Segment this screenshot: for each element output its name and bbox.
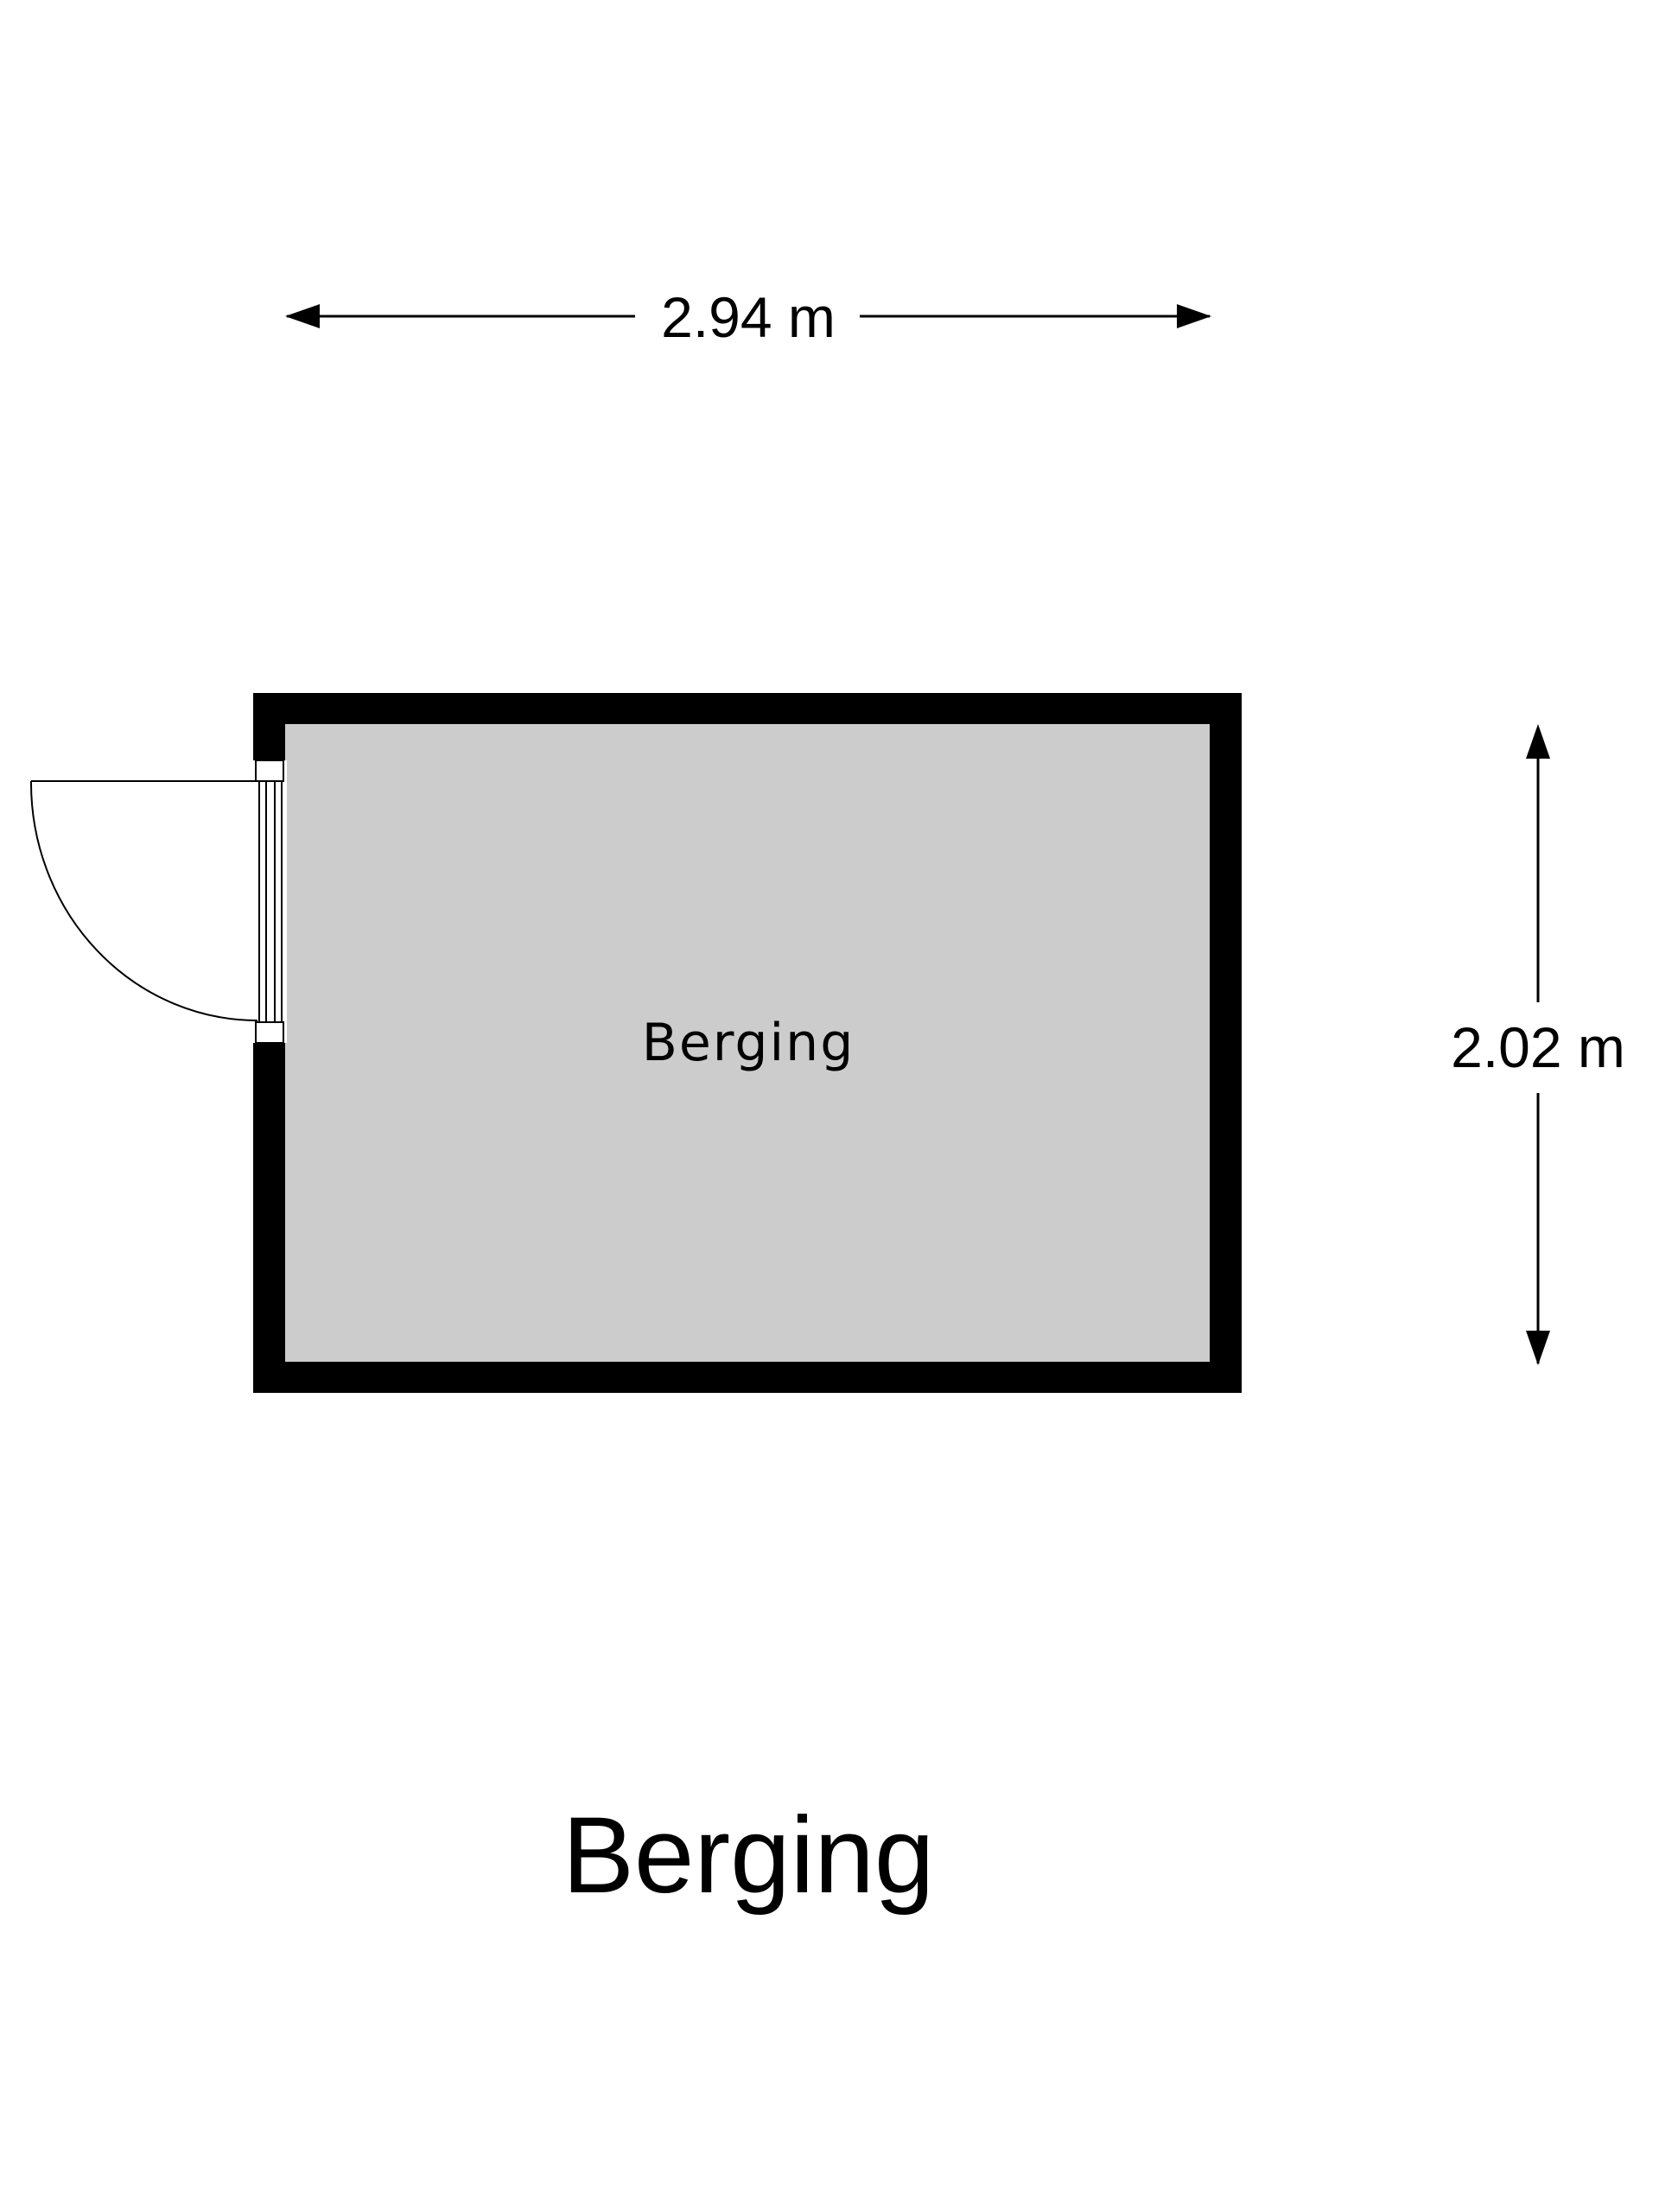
room-label: Berging xyxy=(642,1013,855,1073)
height-arrow-top-icon xyxy=(1526,724,1550,759)
height-dimension-label: 2.02 m xyxy=(1451,1015,1625,1079)
door-swing-arc xyxy=(29,780,258,1021)
width-arrow-left-icon xyxy=(285,304,320,328)
height-arrow-bottom-icon xyxy=(1526,1331,1550,1365)
plan-title: Berging xyxy=(563,1796,935,1916)
width-dimension-label: 2.94 m xyxy=(661,285,836,349)
width-dimension: 2.94 m xyxy=(285,285,1211,349)
door-jamb-top xyxy=(255,760,284,782)
room-berging: Berging xyxy=(29,693,1242,1393)
room-floor xyxy=(285,724,1210,1362)
height-dimension: 2.02 m xyxy=(1451,724,1625,1365)
width-arrow-right-icon xyxy=(1177,304,1211,328)
door-jamb-bottom xyxy=(255,1021,284,1044)
